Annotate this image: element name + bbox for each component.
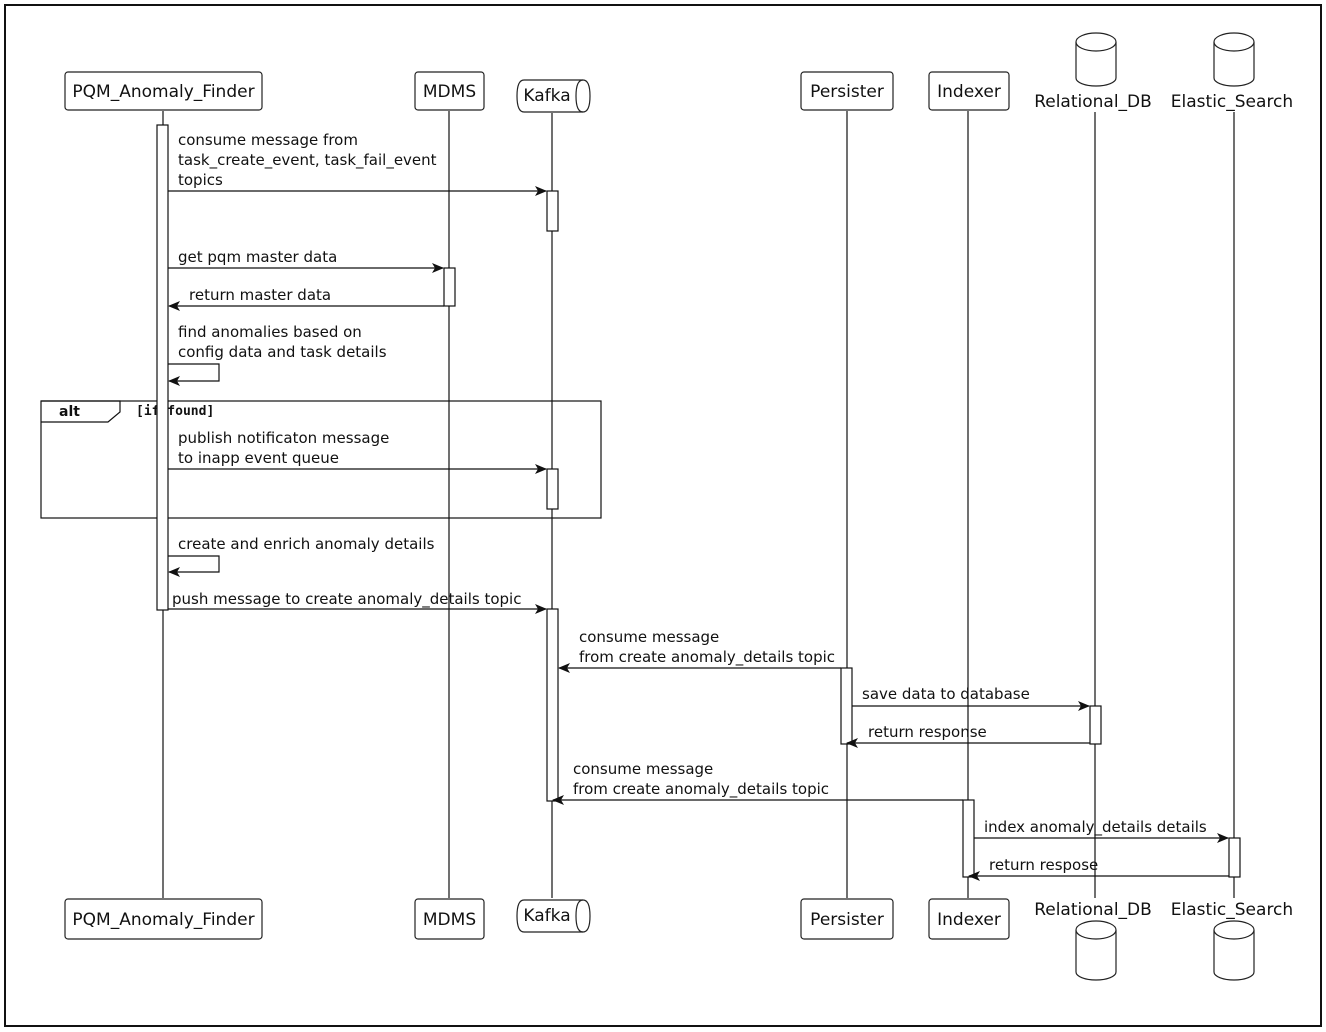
participant-indexer: Indexer [928, 71, 1010, 111]
message-label: return respose [989, 856, 1098, 874]
message-label: consume message [573, 760, 713, 778]
activation-kafka-2 [546, 468, 559, 510]
svg-text:Indexer: Indexer [937, 82, 1001, 102]
participant-persister: Persister [800, 898, 894, 940]
activation-elastic-search [1228, 837, 1241, 878]
message-label: config data and task details [178, 343, 387, 361]
message-label: return master data [189, 286, 331, 304]
svg-text:Kafka: Kafka [523, 906, 570, 926]
activation-persister [840, 667, 853, 745]
participant-persister: Persister [800, 71, 894, 111]
alt-frame-guard: [if found] [136, 404, 214, 419]
svg-text:PQM_Anomaly_Finder: PQM_Anomaly_Finder [72, 82, 254, 102]
activation-mdms [443, 267, 456, 307]
activation-pqm [156, 124, 169, 611]
message-label: consume message from [178, 131, 358, 149]
svg-text:MDMS: MDMS [423, 82, 476, 102]
message-label: from create anomaly_details topic [579, 648, 835, 667]
diagram-border [4, 4, 1322, 1027]
participant-mdms: MDMS [414, 898, 485, 940]
participant-kafka: Kafka [516, 899, 591, 933]
activation-kafka-1 [546, 190, 559, 232]
alt-frame-label: alt [59, 404, 80, 420]
message-label: create and enrich anomaly details [178, 535, 435, 553]
participant-relational-db: Relational_DB [1034, 900, 1152, 981]
participants-bottom: PQM_Anomaly_Finder MDMS Kafka Persister … [64, 898, 1293, 981]
participant-mdms: MDMS [414, 71, 485, 111]
message-label: from create anomaly_details topic [573, 780, 829, 799]
svg-text:Relational_DB: Relational_DB [1034, 900, 1152, 920]
svg-text:Relational_DB: Relational_DB [1034, 92, 1152, 112]
message-label: publish notificaton message [178, 429, 389, 447]
participant-relational-db: Relational_DB [1034, 32, 1152, 112]
alt-frame: alt [if found] [40, 400, 602, 519]
svg-text:MDMS: MDMS [423, 910, 476, 930]
messages: consume message from task_create_event, … [168, 131, 1229, 881]
svg-text:Indexer: Indexer [937, 910, 1001, 930]
participant-indexer: Indexer [928, 898, 1010, 940]
participant-elastic-search: Elastic_Search [1171, 32, 1293, 112]
svg-text:Elastic_Search: Elastic_Search [1171, 92, 1293, 112]
participant-kafka: Kafka [516, 79, 591, 113]
message-label: task_create_event, task_fail_event [178, 151, 437, 170]
message-arrow [168, 555, 220, 577]
message-label: topics [178, 171, 223, 189]
message-label: consume message [579, 628, 719, 646]
participant-pqm-anomaly-finder: PQM_Anomaly_Finder [64, 71, 263, 111]
participant-pqm-anomaly-finder: PQM_Anomaly_Finder [64, 898, 263, 940]
activation-bars [156, 124, 1241, 878]
svg-text:Kafka: Kafka [523, 86, 570, 106]
participant-elastic-search: Elastic_Search [1171, 900, 1293, 981]
activation-kafka-3 [546, 608, 559, 802]
message-arrow [168, 363, 220, 386]
activation-relational-db [1089, 705, 1102, 745]
svg-text:Elastic_Search: Elastic_Search [1171, 900, 1293, 920]
svg-text:Persister: Persister [810, 82, 884, 102]
svg-text:PQM_Anomaly_Finder: PQM_Anomaly_Finder [72, 910, 254, 930]
activation-indexer [962, 799, 975, 878]
message-label: index anomaly_details details [984, 818, 1207, 837]
message-label: push message to create anomaly_details t… [172, 590, 521, 609]
message-label: return response [868, 723, 987, 741]
message-label: save data to database [862, 685, 1030, 703]
message-label: to inapp event queue [178, 449, 339, 467]
svg-text:Persister: Persister [810, 910, 884, 930]
message-label: find anomalies based on [178, 323, 362, 341]
message-label: get pqm master data [178, 248, 337, 266]
participants-top: PQM_Anomaly_Finder MDMS Kafka Persister … [64, 32, 1293, 113]
